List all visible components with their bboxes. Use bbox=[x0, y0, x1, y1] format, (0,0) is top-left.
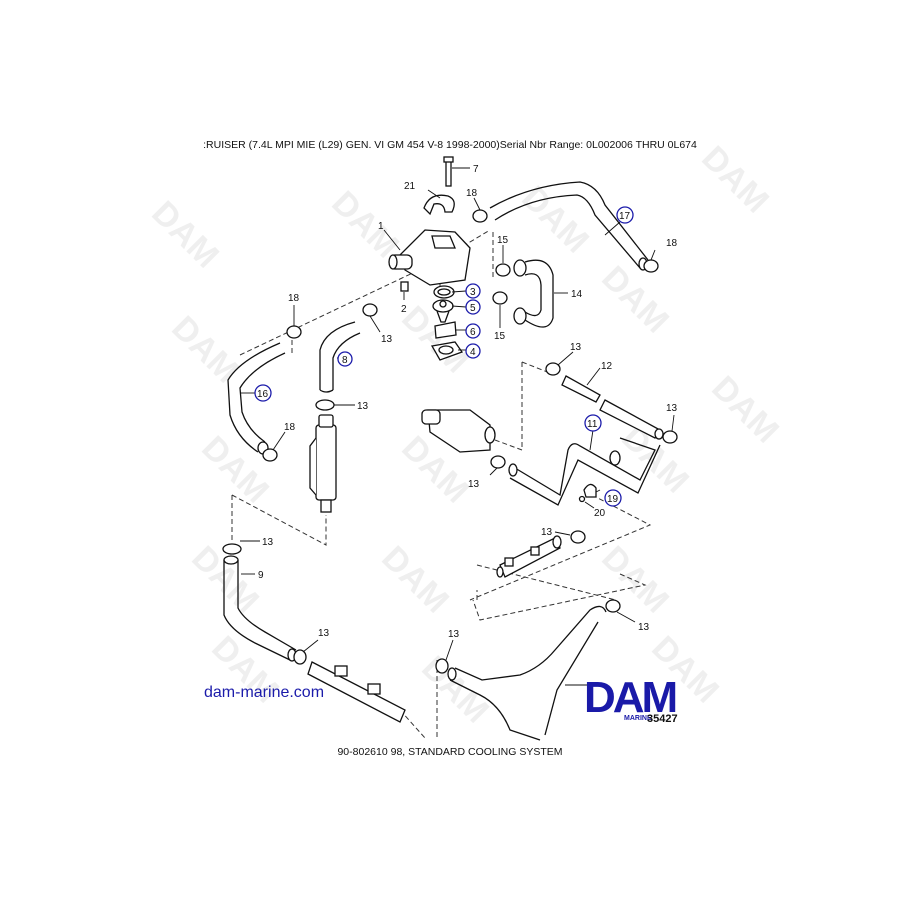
callout-2[interactable]: 2 bbox=[401, 304, 407, 315]
callout-7[interactable]: 7 bbox=[473, 164, 479, 175]
part-17-hose[interactable] bbox=[489, 181, 649, 271]
clamp-18-left-top bbox=[286, 325, 302, 339]
clamp-13-g bbox=[293, 649, 307, 665]
svg-text:DAM: DAM bbox=[694, 139, 776, 221]
heat-exchanger-lower[interactable] bbox=[496, 535, 562, 578]
svg-text:DAM: DAM bbox=[144, 194, 226, 276]
callout-6[interactable]: 6 bbox=[470, 327, 476, 338]
part-3-gasket[interactable] bbox=[433, 285, 455, 299]
callout-9[interactable]: 9 bbox=[258, 570, 264, 581]
callout-19[interactable]: 19 bbox=[607, 494, 619, 505]
part-6-sleeve[interactable] bbox=[434, 321, 457, 339]
callout-4[interactable]: 4 bbox=[470, 347, 476, 358]
callout-21[interactable]: 21 bbox=[404, 181, 416, 192]
part-21-bracket[interactable] bbox=[423, 194, 455, 216]
clamp-13-d bbox=[662, 430, 678, 444]
dam-logo: DAM bbox=[584, 673, 679, 722]
part-7-bolt[interactable] bbox=[443, 156, 454, 187]
callout-18-left-top[interactable]: 18 bbox=[288, 293, 300, 304]
clamp-15-bottom bbox=[492, 291, 508, 305]
callout-13-e[interactable]: 13 bbox=[468, 479, 480, 490]
callout-18-right[interactable]: 18 bbox=[666, 238, 678, 249]
clamp-18-left-bottom bbox=[262, 448, 278, 462]
callout-13-d[interactable]: 13 bbox=[666, 403, 678, 414]
clamp-13-f bbox=[222, 543, 242, 555]
diagram-number: 35427 bbox=[647, 713, 678, 725]
seawater-pump[interactable] bbox=[421, 409, 496, 453]
clamp-13-i bbox=[605, 599, 621, 613]
callout-13-i[interactable]: 13 bbox=[638, 622, 650, 633]
diagram-title: :RUISER (7.4L MPI MIE (L29) GEN. VI GM 4… bbox=[203, 139, 697, 151]
part-20-screw[interactable] bbox=[578, 495, 586, 503]
callout-18-left-bottom[interactable]: 18 bbox=[284, 422, 296, 433]
part-8-hose[interactable] bbox=[319, 321, 361, 393]
callout-5[interactable]: 5 bbox=[470, 303, 476, 314]
clamp-15-top bbox=[495, 263, 511, 277]
part-11-hose[interactable] bbox=[508, 437, 661, 506]
svg-text:DAM: DAM bbox=[394, 299, 476, 381]
clamp-13-e bbox=[490, 455, 506, 469]
heat-exchanger-vertical[interactable] bbox=[309, 414, 337, 513]
callout-11[interactable]: 11 bbox=[587, 419, 598, 430]
callout-14[interactable]: 14 bbox=[571, 289, 583, 300]
part-19-clamp[interactable] bbox=[583, 483, 597, 498]
callout-3[interactable]: 3 bbox=[470, 287, 476, 298]
part-1-thermostat-housing[interactable] bbox=[388, 229, 471, 286]
part-4-gasket[interactable] bbox=[430, 341, 464, 361]
callout-labels: 7 21 18 1 2 3 5 6 4 15 15 14 17 18 18 13… bbox=[257, 164, 678, 640]
svg-text:DAM: DAM bbox=[164, 309, 246, 391]
svg-text:DAM: DAM bbox=[374, 539, 456, 621]
part-9-hose[interactable] bbox=[223, 555, 297, 662]
lower-pipe-assembly[interactable] bbox=[307, 661, 406, 723]
callout-20[interactable]: 20 bbox=[594, 508, 606, 519]
svg-text:DAM: DAM bbox=[584, 673, 676, 722]
callout-13-j[interactable]: 13 bbox=[448, 629, 460, 640]
callout-8[interactable]: 8 bbox=[342, 355, 348, 366]
callout-13-a[interactable]: 13 bbox=[381, 334, 393, 345]
leader-lines bbox=[240, 167, 675, 686]
callout-13-f[interactable]: 13 bbox=[262, 537, 274, 548]
svg-text:DAM: DAM bbox=[594, 259, 676, 341]
clamp-18-top bbox=[472, 209, 488, 223]
lower-main-hose[interactable] bbox=[447, 605, 607, 741]
part-14-hose[interactable] bbox=[513, 259, 554, 328]
logo-subtitle: MARINE bbox=[624, 715, 652, 722]
callout-18-top[interactable]: 18 bbox=[466, 188, 478, 199]
clamp-13-b bbox=[315, 399, 335, 411]
callout-16[interactable]: 16 bbox=[257, 389, 269, 400]
clamp-18-right bbox=[643, 259, 659, 273]
callout-12[interactable]: 12 bbox=[601, 361, 613, 372]
callout-13-g[interactable]: 13 bbox=[318, 628, 330, 639]
svg-text:DAM: DAM bbox=[704, 369, 786, 451]
callout-15-bottom[interactable]: 15 bbox=[494, 331, 506, 342]
part-2-plug[interactable] bbox=[400, 281, 409, 292]
clamp-13-c bbox=[545, 362, 561, 376]
part-12-hose[interactable] bbox=[561, 375, 664, 440]
assembly-dashed-lines bbox=[231, 229, 652, 739]
clamp-13-j bbox=[435, 658, 449, 674]
callout-13-c[interactable]: 13 bbox=[570, 342, 582, 353]
svg-text:DAM: DAM bbox=[414, 649, 496, 731]
clamp-13-h bbox=[570, 530, 586, 544]
callout-15-top[interactable]: 15 bbox=[497, 235, 509, 246]
svg-text:DAM: DAM bbox=[514, 179, 596, 261]
callout-1[interactable]: 1 bbox=[378, 221, 384, 232]
svg-text:DAM: DAM bbox=[324, 184, 406, 266]
callout-13-h[interactable]: 13 bbox=[541, 527, 553, 538]
callout-17[interactable]: 17 bbox=[619, 211, 631, 222]
clamp-13-a bbox=[362, 303, 378, 317]
website-link[interactable]: dam-marine.com bbox=[204, 684, 325, 701]
callout-13-b[interactable]: 13 bbox=[357, 401, 369, 412]
callout-rings bbox=[254, 206, 634, 507]
diagram-caption: 90-802610 98, STANDARD COOLING SYSTEM bbox=[337, 746, 563, 758]
